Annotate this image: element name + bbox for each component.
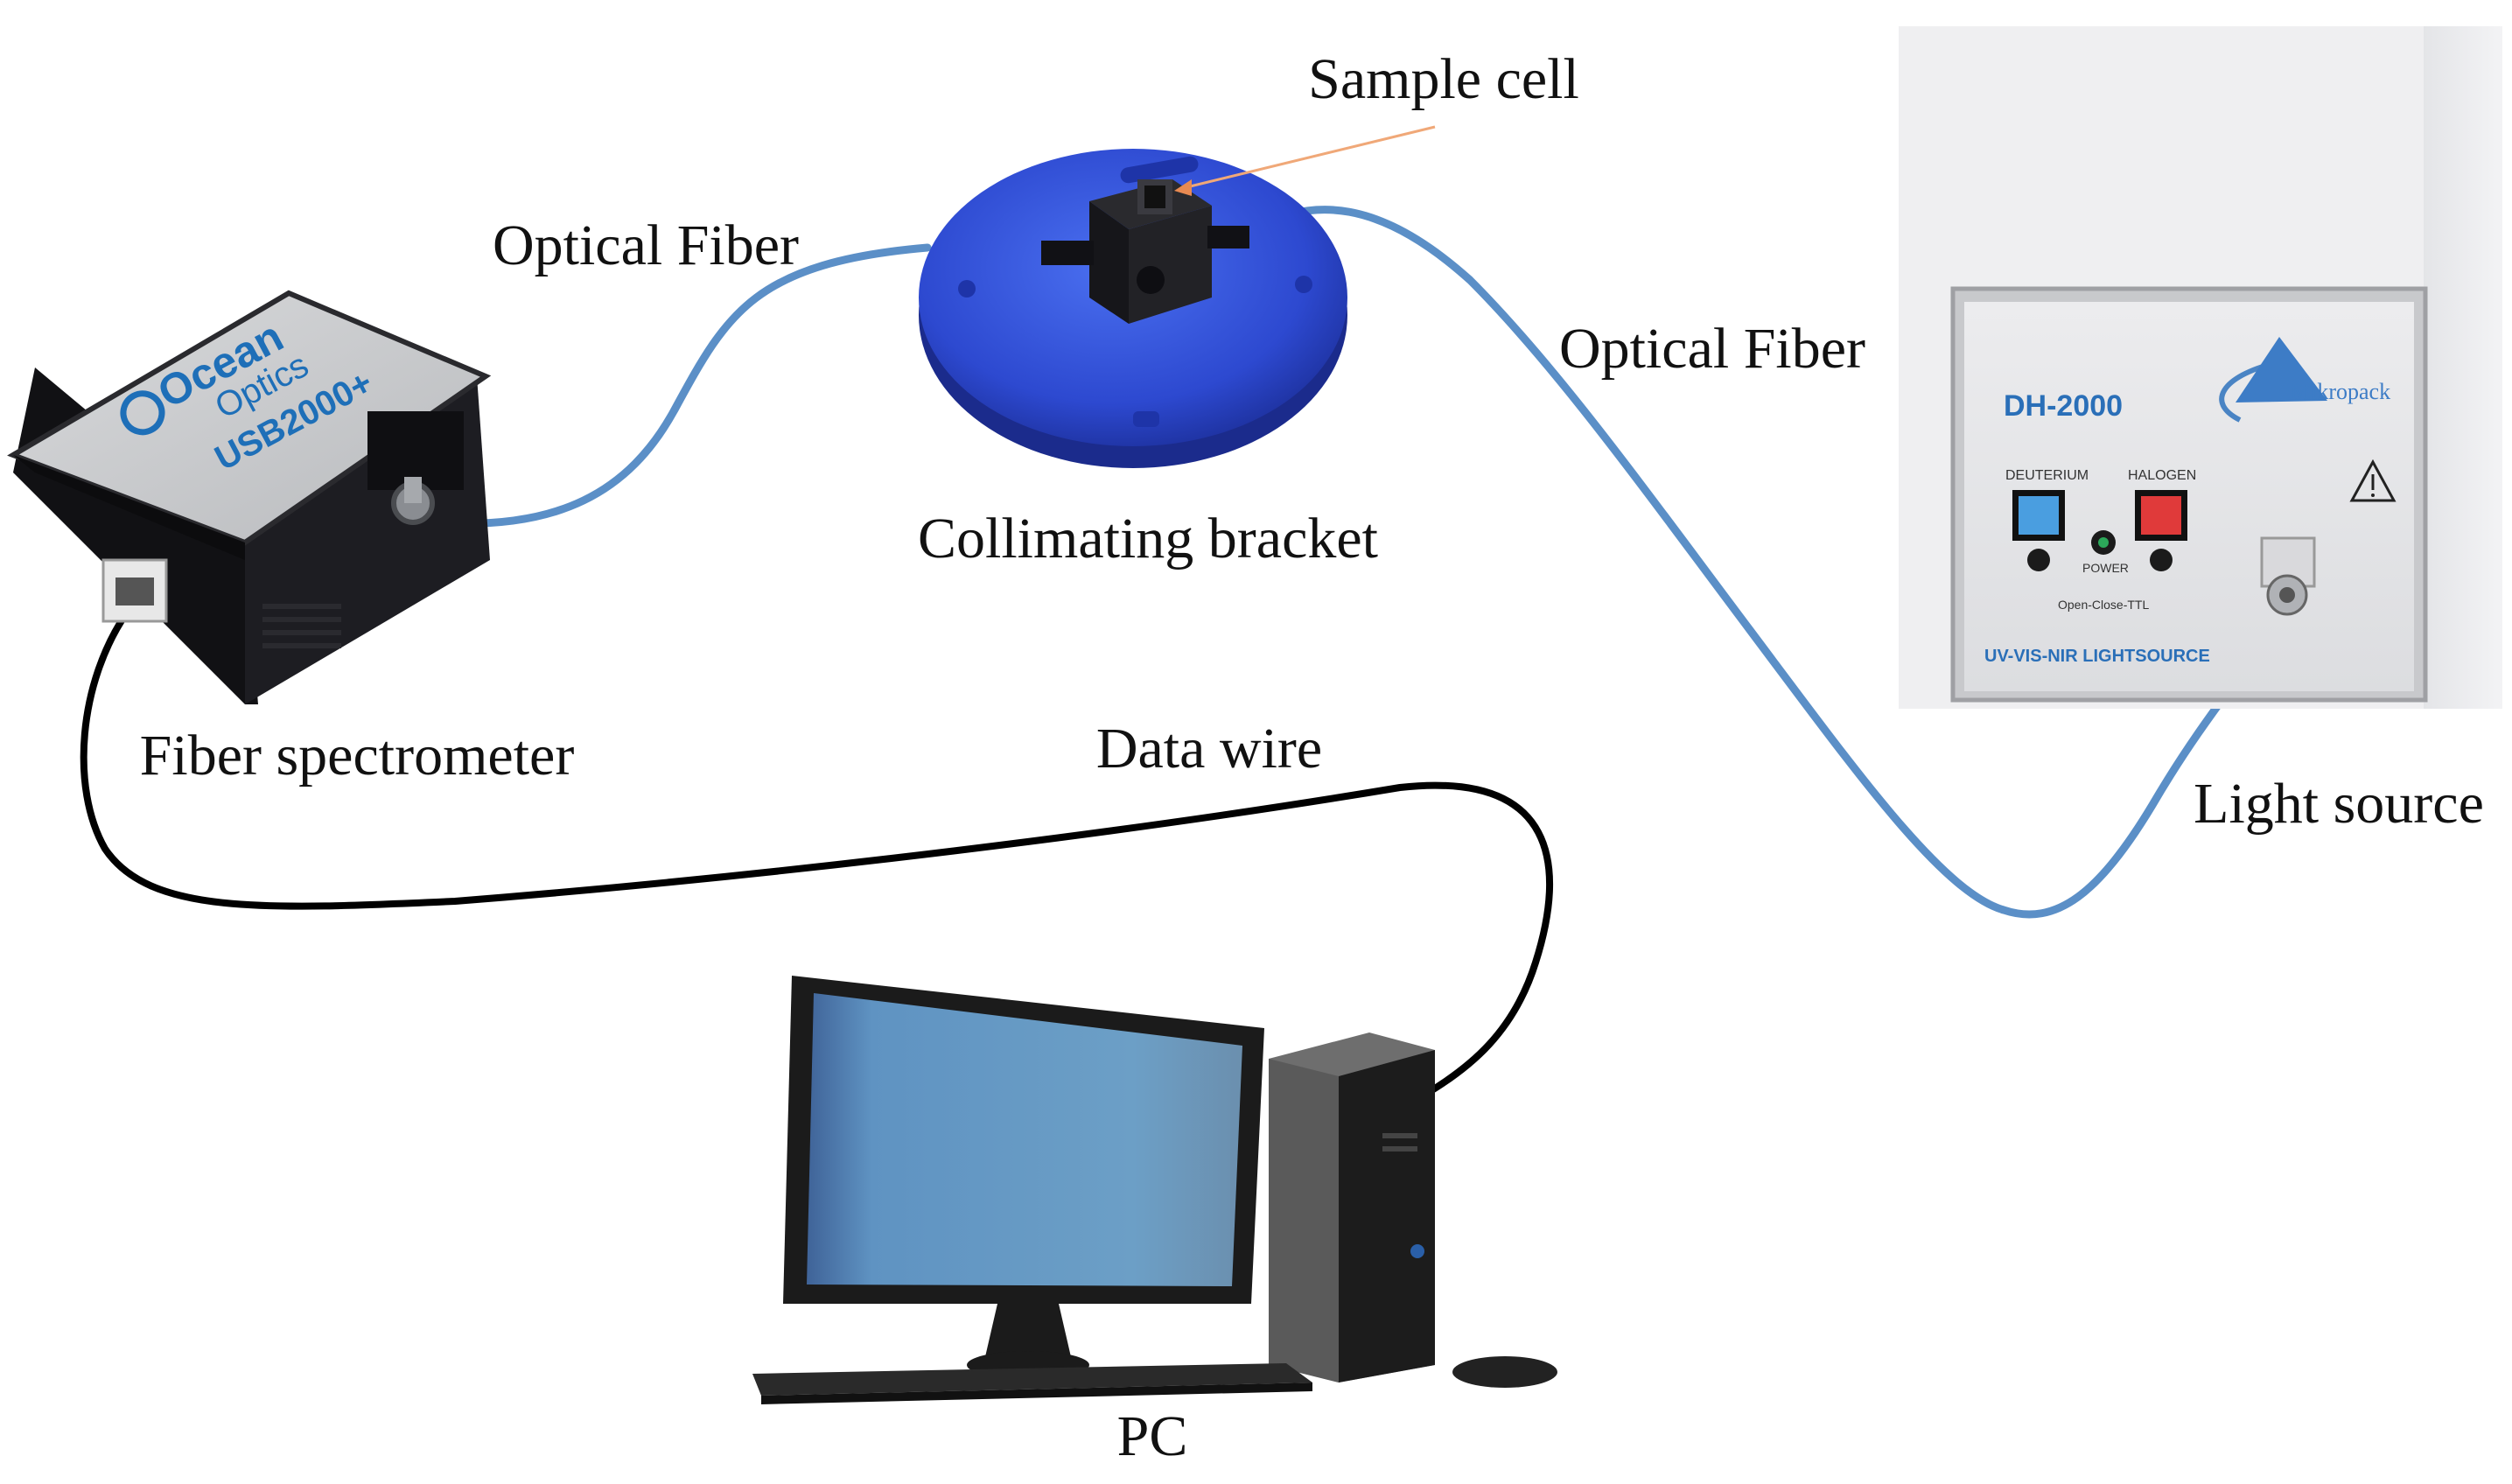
- light-source-model: DH-2000: [2004, 389, 2123, 423]
- optical-fiber-right-cable: [1238, 206, 2290, 919]
- light-source-label: Light source: [2194, 772, 2484, 836]
- fiber-spectrometer-device: Ocean Optics USB2000+: [7, 290, 492, 704]
- light-source-device: DH-2000 Mikropack DEUTERIUM HALOGEN POWE…: [1899, 26, 2502, 709]
- pc-label: PC: [1117, 1404, 1188, 1468]
- deuterium-label: DEUTERIUM: [2005, 468, 2089, 483]
- halogen-label: HALOGEN: [2128, 468, 2196, 483]
- fiber-spectrometer-label: Fiber spectrometer: [140, 724, 575, 788]
- light-source-footer: UV-VIS-NIR LIGHTSOURCE: [1984, 647, 2210, 666]
- collimating-bracket-label: Collimating bracket: [918, 507, 1378, 570]
- pc-device: [752, 976, 1557, 1404]
- optical-fiber-left-cable: [420, 243, 932, 528]
- optical-fiber-left-label: Optical Fiber: [493, 214, 799, 277]
- light-source-brand: Mikropack: [2291, 379, 2390, 404]
- ttl-label: Open-Close-TTL: [2058, 598, 2149, 612]
- mikropack-logo: Mikropack: [2219, 337, 2390, 423]
- collimating-bracket-device: [919, 149, 1347, 468]
- optical-fiber-right-label: Optical Fiber: [1559, 317, 1865, 381]
- sample-cell-label: Sample cell: [1308, 47, 1579, 111]
- data-wire-label: Data wire: [1096, 717, 1322, 780]
- power-label: POWER: [2082, 561, 2129, 575]
- sample-cell-pointer: [1174, 125, 1436, 196]
- data-wire-cable: [80, 609, 1554, 1097]
- warning-icon: [2349, 458, 2397, 502]
